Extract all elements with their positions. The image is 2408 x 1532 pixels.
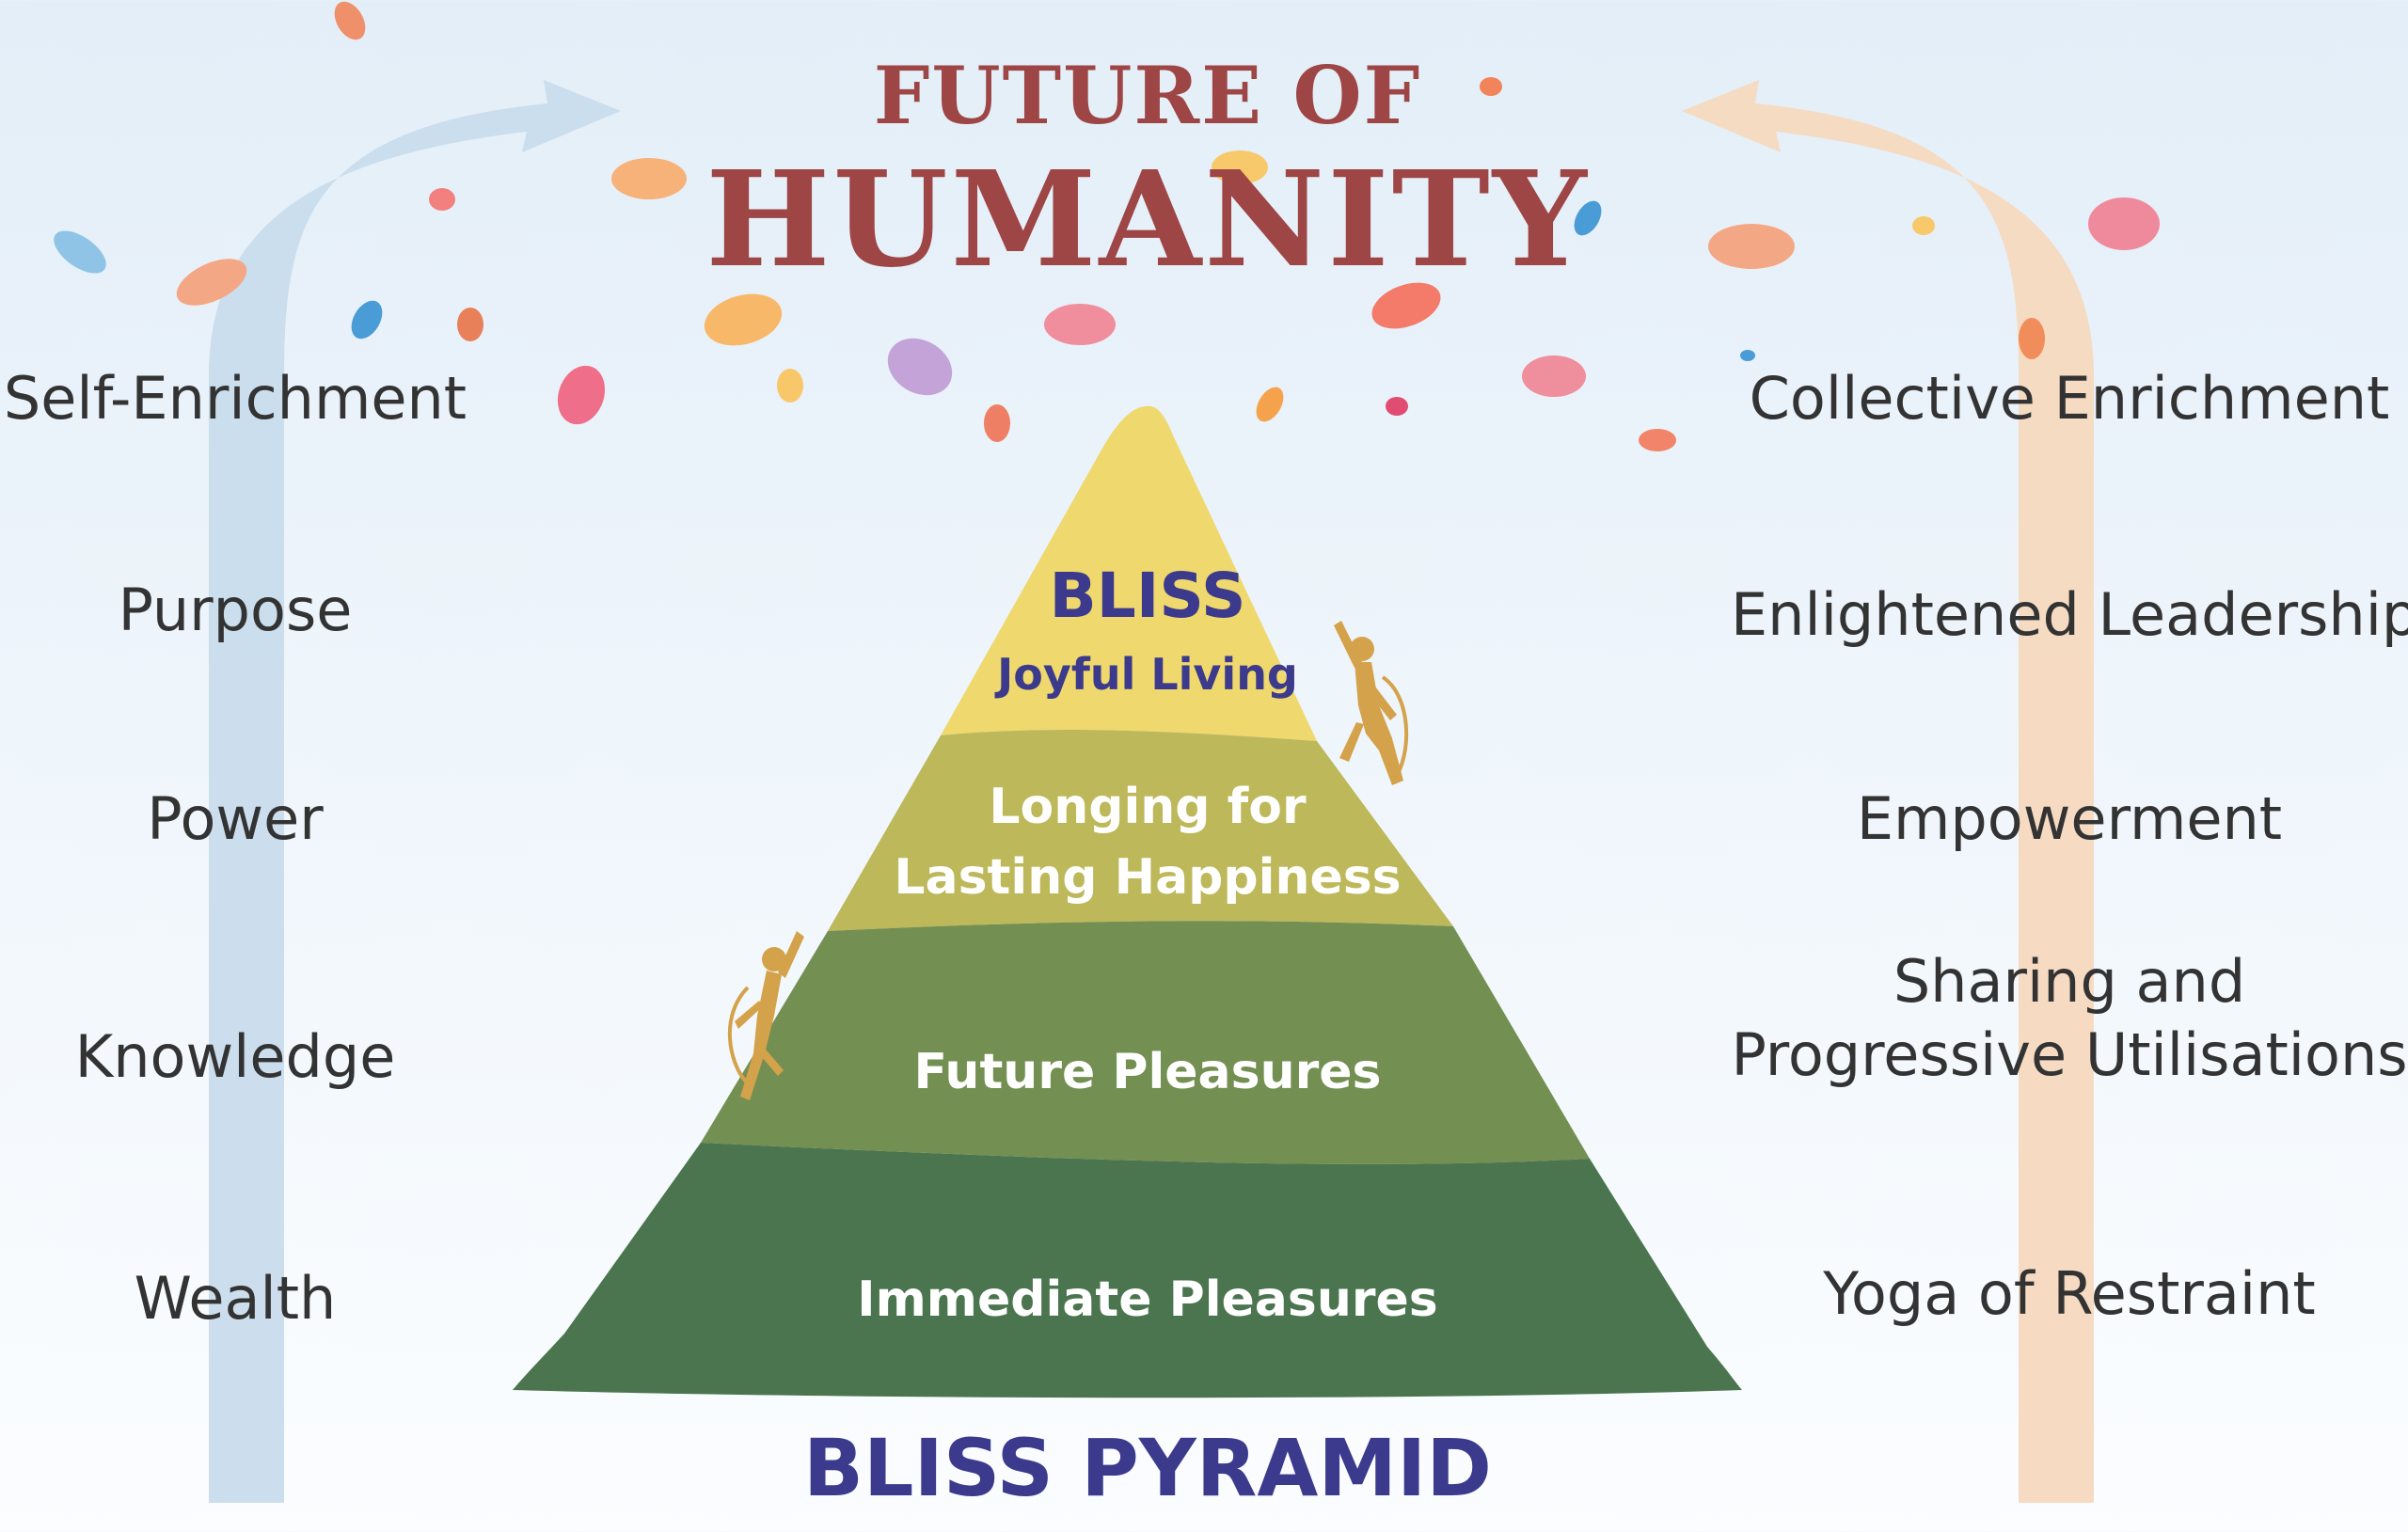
- right-label-yoga-of-restraint: Yoga of Restraint: [1823, 1259, 2316, 1328]
- tier-longing-line1: Longing for: [989, 779, 1307, 835]
- left-arrow-icon: [209, 80, 621, 1503]
- left-label-wealth: Wealth: [134, 1264, 337, 1333]
- tier-bliss-subtitle: Joyful Living: [997, 649, 1298, 700]
- left-label-power: Power: [147, 784, 324, 853]
- title-humanity: HUMANITY: [705, 143, 1590, 297]
- right-label-empowerment: Empowerment: [1856, 784, 2283, 853]
- right-label-enlightened-leadership: Enlightened Leadership: [1731, 580, 2408, 649]
- lotus-petal-icon: [54, 1, 2160, 451]
- tier-immediate-pleasures: Immediate Pleasures: [857, 1271, 1438, 1328]
- climber-icon: [1334, 621, 1409, 785]
- pyramid-tier-immediate: [513, 1143, 1742, 1398]
- tier-bliss-title: BLISS: [1049, 560, 1246, 632]
- right-label-collective-enrichment: Collective Enrichment: [1749, 364, 2390, 433]
- right-label-sharing-line1: Sharing and: [1893, 947, 2246, 1016]
- pyramid-tier-future: [701, 921, 1590, 1164]
- left-label-purpose: Purpose: [118, 576, 353, 644]
- pyramid-tier-longing: [828, 729, 1453, 931]
- tier-longing-line2: Lasting Happiness: [894, 849, 1402, 906]
- left-label-knowledge: Knowledge: [74, 1022, 396, 1091]
- title-future-of: FUTURE OF: [873, 49, 1422, 142]
- pyramid-caption: BLISS PYRAMID: [803, 1422, 1492, 1514]
- climber-icon: [727, 931, 804, 1100]
- tier-future-pleasures: Future Pleasures: [913, 1044, 1382, 1100]
- right-label-sharing-line2: Progressive Utilisations: [1731, 1020, 2408, 1089]
- left-label-self-enrichment: Self-Enrichment: [3, 364, 467, 433]
- pyramid-tier-bliss: [941, 405, 1317, 741]
- right-arrow-icon: [1682, 80, 2094, 1503]
